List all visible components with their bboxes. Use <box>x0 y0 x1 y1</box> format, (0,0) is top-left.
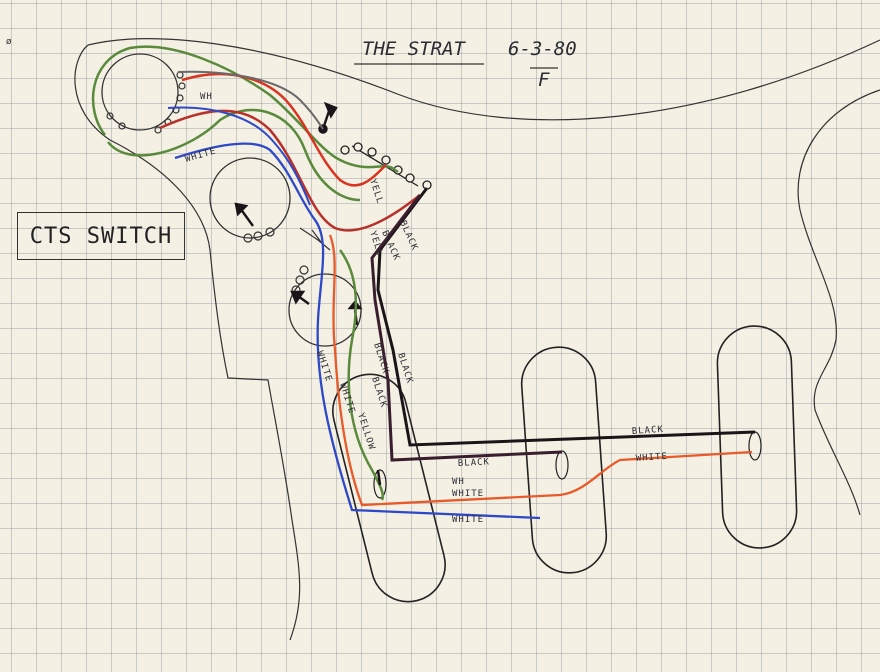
label-yellow-vert: YELLOW <box>355 412 376 452</box>
label-white-pot1: WHITE <box>184 146 218 164</box>
diagram-initial: F <box>538 69 550 91</box>
label-black-diag2: BLACK <box>397 219 419 252</box>
bridge-pickup-terminal <box>373 469 387 499</box>
label-white-neck: WHITE <box>636 452 669 464</box>
neck-pickup <box>716 325 798 549</box>
selector-switch <box>340 142 432 190</box>
diagram-date: 6-3-80 <box>508 38 577 60</box>
wire-green-2 <box>107 108 361 202</box>
cts-switch-box: CTS SWITCH <box>17 212 185 260</box>
label-black-neck: BLACK <box>632 425 665 437</box>
wire-black-middle <box>370 194 563 462</box>
pot-lugs <box>106 71 309 295</box>
wire-black-neck <box>376 187 756 447</box>
label-yell-top: YELL <box>367 178 384 206</box>
pickguard-right-edge <box>797 89 880 516</box>
label-white-left: WHITE <box>314 350 333 384</box>
middle-pickup-terminal <box>555 450 569 480</box>
label-black-yellow: BLACK <box>369 376 388 410</box>
tone-pot-1 <box>209 157 291 239</box>
wire-blue <box>174 142 541 520</box>
label-white-middle: WHITE <box>452 489 484 499</box>
wire-red-3 <box>328 234 753 507</box>
capacitor <box>299 227 331 251</box>
label-wh: WH <box>200 92 213 102</box>
pickguard-outline <box>87 38 880 121</box>
cts-switch-label: CTS SWITCH <box>29 223 173 249</box>
bridge-pickup <box>332 373 446 603</box>
wire-green <box>91 45 399 174</box>
wire-black-bridge <box>376 469 382 486</box>
neck-pickup-terminal <box>748 431 762 461</box>
wire-blue-2 <box>167 106 311 206</box>
pickguard-left-edge <box>74 44 301 641</box>
label-white-bottom: WHITE <box>452 515 484 525</box>
diagram-title: THE STRAT <box>362 38 467 60</box>
label-black-mid1: BLACK <box>371 342 390 376</box>
switch-pot <box>101 53 179 131</box>
label-wh-middle: WH <box>452 477 465 487</box>
tone-pot-2 <box>288 273 362 347</box>
label-black-middle-pickup: BLACK <box>458 457 491 469</box>
wire-gray <box>177 70 324 130</box>
pot-arrows <box>234 101 363 326</box>
middle-pickup <box>520 346 608 574</box>
corner-mark: ø <box>6 37 12 47</box>
